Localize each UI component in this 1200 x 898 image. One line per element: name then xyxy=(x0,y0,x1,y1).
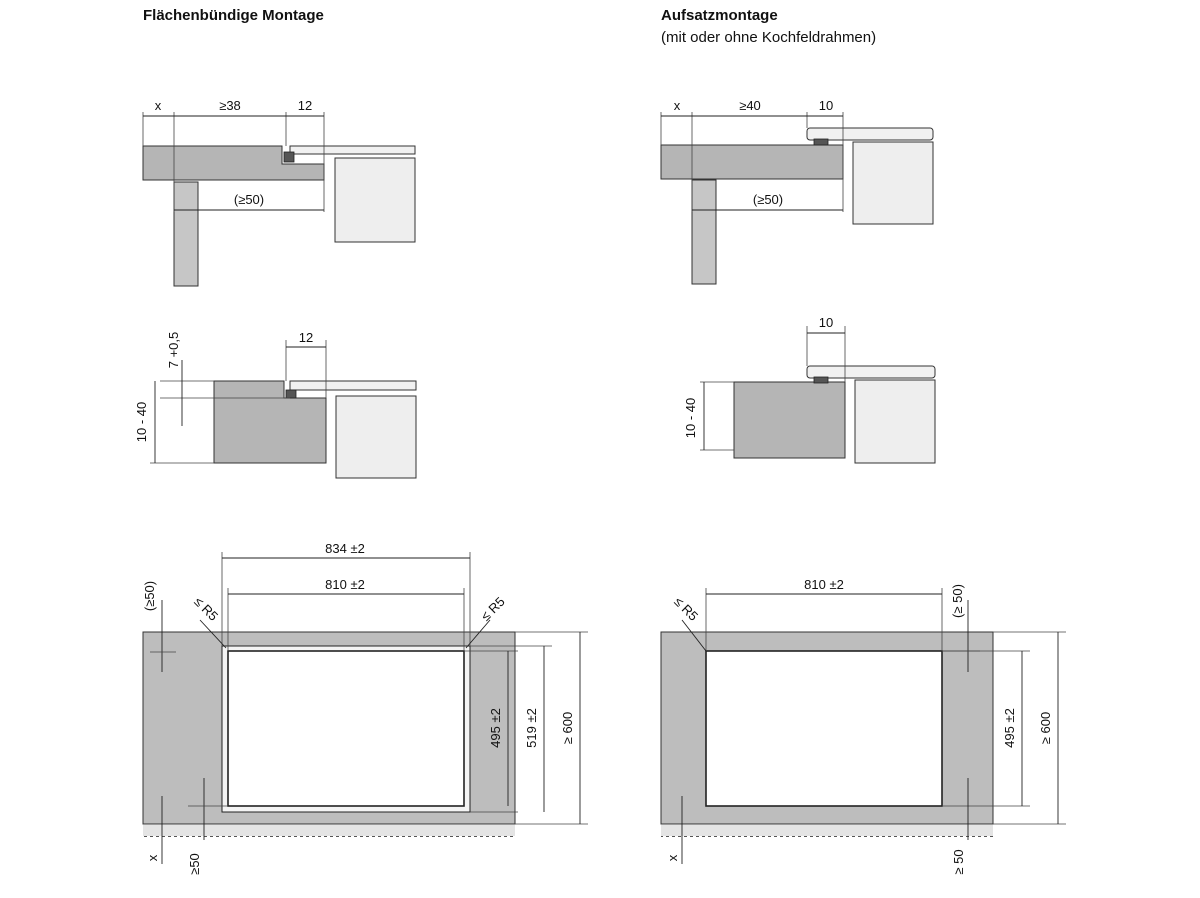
dim-thickness: 10 - 40 xyxy=(683,398,698,438)
dim-frame: 12 xyxy=(299,330,313,345)
right-top-seal xyxy=(813,138,829,146)
dim-depth: (≥50) xyxy=(234,192,264,207)
right-top-hob-body xyxy=(852,141,934,225)
right-top-wall-panel xyxy=(691,179,717,285)
dim-x: x xyxy=(674,98,681,113)
right-title: Aufsatzmontage xyxy=(661,7,778,24)
radius-leader xyxy=(681,619,707,652)
dim-radius-right: ≤ R5 xyxy=(478,594,508,624)
dim-min-thickness: ≥40 xyxy=(739,98,761,113)
dim-depth: 495 ±2 xyxy=(1002,708,1017,748)
dim-counter-depth: ≥ 600 xyxy=(560,712,575,744)
left-top-glass-plate xyxy=(289,145,416,155)
dim-inner-depth: 495 ±2 xyxy=(488,708,503,748)
left-top-wall-panel xyxy=(173,181,199,287)
dim-radius-left: ≤ R5 xyxy=(191,594,221,624)
left-mid-hob-body xyxy=(335,395,417,479)
dim-min-thickness: ≥38 xyxy=(219,98,241,113)
left-plan: 834 ±2 810 ±2 ≤ R5 ≤ R5 (≥50) 495 ±2 519… xyxy=(142,541,588,875)
dim-thickness: 10 - 40 xyxy=(134,402,149,442)
dim-back-gap: (≥ 50) xyxy=(950,584,965,618)
left-mid-glass-plate xyxy=(289,380,417,391)
right-top-glass-plate xyxy=(806,127,934,141)
dim-inner-width: 810 ±2 xyxy=(325,577,365,592)
left-plan-inner-cutout xyxy=(227,650,465,807)
left-top-hob-body xyxy=(334,157,416,243)
dim-back-gap: (≥50) xyxy=(142,581,157,611)
right-mid-hob-body xyxy=(854,379,936,464)
left-top-seal xyxy=(283,151,295,163)
dim-front-gap: ≥50 xyxy=(187,853,202,875)
right-top-countertop xyxy=(660,144,844,180)
right-top-section: x ≥40 10 (≥50) xyxy=(660,98,934,285)
left-mid-countertop xyxy=(213,380,327,464)
dim-counter-depth: ≥ 600 xyxy=(1038,712,1053,744)
right-plan-front-dash xyxy=(661,836,993,837)
left-mid-seal xyxy=(285,389,297,399)
right-subtitle: (mit oder ohne Kochfeldrahmen) xyxy=(661,29,877,46)
dim-frame: 10 xyxy=(819,315,833,330)
dim-outer-depth: 519 ±2 xyxy=(524,708,539,748)
right-plan-front-strip xyxy=(661,825,993,836)
right-mid-countertop xyxy=(733,381,846,459)
left-title: Flächenbündige Montage xyxy=(143,7,324,24)
dim-x: x xyxy=(665,854,680,861)
right-mid-seal xyxy=(813,376,829,384)
dim-x: x xyxy=(145,854,160,861)
right-plan: 810 ±2 ≤ R5 (≥ 50) 495 ±2 ≥ 600 x ≥ 50 xyxy=(660,577,1066,875)
dim-front-gap: ≥ 50 xyxy=(951,849,966,874)
right-plan-cutout xyxy=(705,650,943,807)
right-mid-glass-plate xyxy=(806,365,936,379)
left-plan-front-strip xyxy=(143,825,515,836)
dim-width: 810 ±2 xyxy=(804,577,844,592)
dim-frame: 12 xyxy=(298,98,312,113)
left-mid-section: 7 +0,5 12 10 - 40 xyxy=(134,330,417,479)
right-mid-section: 10 10 - 40 xyxy=(683,315,936,464)
dim-step: 7 +0,5 xyxy=(166,332,181,369)
dim-x: x xyxy=(155,98,162,113)
dim-depth: (≥50) xyxy=(753,192,783,207)
radius-leader xyxy=(465,619,491,649)
dim-outer-width: 834 ±2 xyxy=(325,541,365,556)
dim-frame: 10 xyxy=(819,98,833,113)
left-plan-front-dash xyxy=(143,836,515,837)
radius-leader xyxy=(199,619,227,649)
dim-radius: ≤ R5 xyxy=(671,594,701,624)
left-top-section: x ≥38 12 (≥50) xyxy=(142,98,416,287)
